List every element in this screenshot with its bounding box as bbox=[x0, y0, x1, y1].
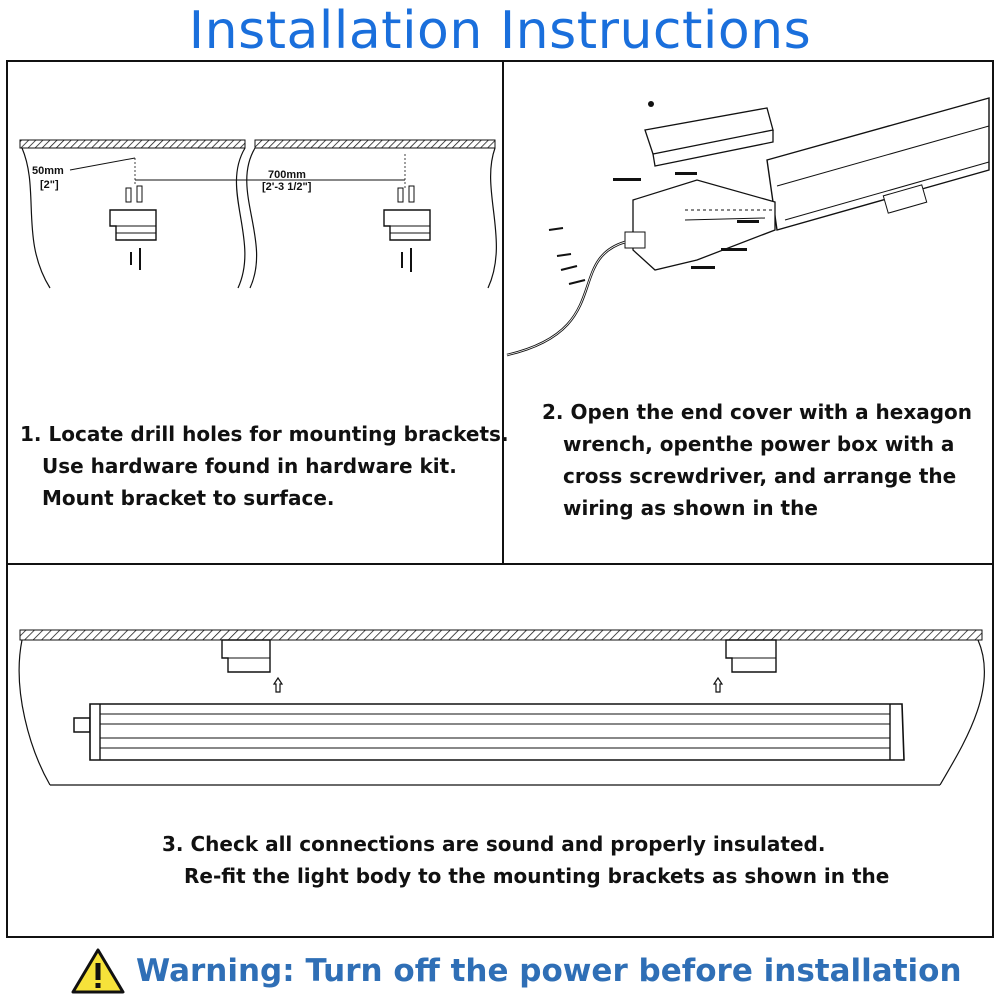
dim-span-inch-label: [2'-3 1/2"] bbox=[262, 181, 312, 193]
warning-banner: Warning: Turn off the power before insta… bbox=[70, 942, 962, 1000]
step1-line2: Use hardware found in hardware kit. bbox=[42, 454, 457, 478]
mounting-bracket-right bbox=[725, 639, 777, 673]
step1-line1: 1. Locate drill holes for mounting brack… bbox=[20, 422, 509, 446]
mounting-bracket-left bbox=[221, 639, 271, 673]
bracket-right bbox=[383, 185, 431, 272]
wiring-diagram bbox=[506, 97, 990, 357]
bracket-left bbox=[109, 185, 157, 270]
light-fitting-diagram bbox=[18, 629, 985, 786]
step3-line1: 3. Check all connections are sound and p… bbox=[162, 832, 826, 856]
dim-span-label: 700mm bbox=[268, 169, 306, 181]
step2-line4: wiring as shown in the bbox=[563, 496, 818, 520]
warning-triangle-icon bbox=[71, 948, 125, 994]
step2-line2: wrench, openthe power box with a bbox=[563, 432, 955, 456]
dim-edge-inch-label: [2"] bbox=[40, 179, 59, 191]
step1-line3: Mount bracket to surface. bbox=[42, 486, 335, 510]
step2-line3: cross screwdriver, and arrange the bbox=[563, 464, 957, 488]
bracket-layout-diagram: 50mm [2"] 700mm [2'-3 1/2"] bbox=[19, 139, 497, 289]
panel-divider-horizontal bbox=[6, 563, 994, 565]
panel-divider-vertical bbox=[502, 60, 504, 565]
step2-line1: 2. Open the end cover with a hexagon bbox=[542, 400, 973, 424]
light-body bbox=[73, 703, 905, 761]
arrow-up-icon bbox=[272, 676, 724, 693]
warning-text: Warning: Turn off the power before insta… bbox=[136, 953, 962, 989]
step3-line2: Re-fit the light body to the mounting br… bbox=[184, 864, 890, 888]
instructions-frame bbox=[6, 60, 994, 938]
dim-edge-label: 50mm bbox=[32, 165, 64, 177]
page-title: Installation Instructions bbox=[188, 1, 812, 61]
